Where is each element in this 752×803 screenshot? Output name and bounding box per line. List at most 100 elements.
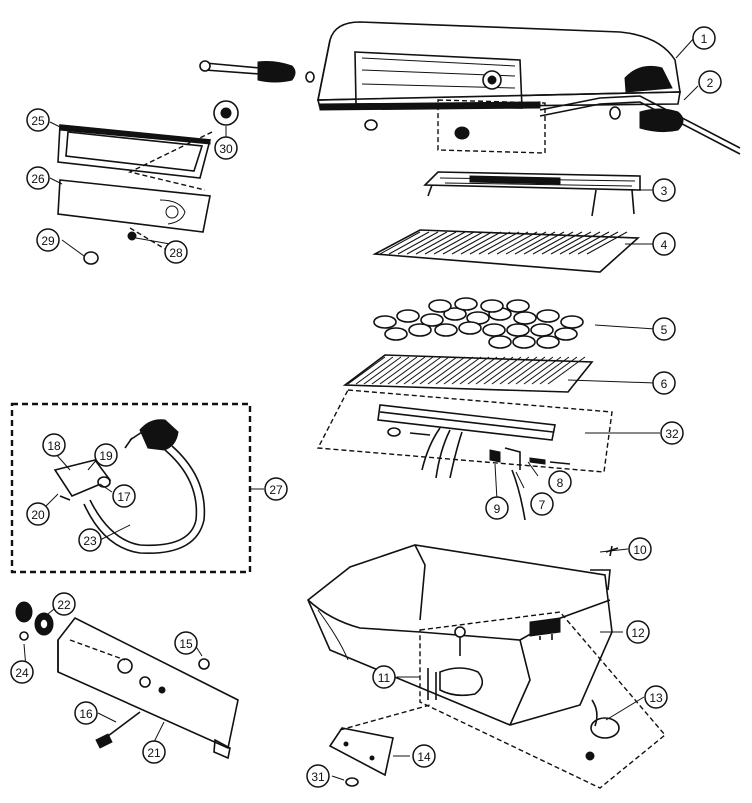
callout-circle <box>142 740 166 764</box>
part-knobs <box>15 601 54 641</box>
callout-circle <box>78 528 102 552</box>
part-warming-rack <box>423 171 641 217</box>
callout-32: 32 <box>660 421 684 445</box>
callout-5: 5 <box>652 317 676 341</box>
callout-number: 27 <box>269 483 283 497</box>
callout-circle <box>10 660 34 684</box>
callout-17: 17 <box>112 484 136 508</box>
callout-circle <box>42 433 66 457</box>
callout-20: 20 <box>26 502 50 526</box>
callout-number: 29 <box>41 234 55 248</box>
part-cooking-grid <box>372 229 641 273</box>
callout-11: 11 <box>372 665 396 689</box>
callout-number: 24 <box>15 666 29 680</box>
callout-number: 28 <box>169 246 183 260</box>
callout-number: 14 <box>417 750 431 764</box>
callout-3: 3 <box>652 178 676 202</box>
callout-7: 7 <box>530 492 554 516</box>
callout-circle <box>174 631 198 655</box>
callout-number: 8 <box>557 476 564 490</box>
callout-circle <box>112 484 136 508</box>
part-window-frame <box>57 124 212 179</box>
callout-19: 19 <box>94 443 118 467</box>
part-lid <box>316 21 681 111</box>
callout-circle <box>164 240 188 264</box>
callout-circle <box>485 496 509 520</box>
callout-circle <box>652 317 676 341</box>
callout-number: 4 <box>661 238 668 252</box>
callout-number: 9 <box>494 502 501 516</box>
callout-number: 10 <box>633 543 647 557</box>
callout-number: 6 <box>661 377 668 391</box>
callout-10: 10 <box>628 537 652 561</box>
callout-circle <box>264 477 288 501</box>
callout-number: 16 <box>79 707 93 721</box>
callout-circle <box>660 421 684 445</box>
part-window-knob <box>213 100 239 126</box>
callout-circle <box>548 470 572 494</box>
callout-16: 16 <box>74 701 98 725</box>
callout-14: 14 <box>412 744 436 768</box>
callout-31: 31 <box>306 764 330 788</box>
callout-circle <box>530 492 554 516</box>
callout-number: 13 <box>649 691 663 705</box>
part-rock-grate <box>342 354 594 393</box>
callout-22: 22 <box>52 592 76 616</box>
callout-number: 5 <box>661 323 668 337</box>
callout-number: 2 <box>707 76 714 90</box>
callout-25: 25 <box>26 108 50 132</box>
part-electrode <box>95 658 210 749</box>
callout-number: 22 <box>57 598 71 612</box>
callout-circle <box>652 178 676 202</box>
callout-number: 23 <box>83 534 97 548</box>
callout-circle <box>626 620 650 644</box>
callout-number: 12 <box>631 626 645 640</box>
callout-2: 2 <box>698 70 722 94</box>
callout-circle <box>306 764 330 788</box>
callout-circle <box>214 136 238 160</box>
callout-12: 12 <box>626 620 650 644</box>
callout-15: 15 <box>174 631 198 655</box>
callout-number: 11 <box>378 671 391 685</box>
part-handle-bolt <box>199 60 315 83</box>
callout-circle <box>698 70 722 94</box>
callout-29: 29 <box>36 228 60 252</box>
callout-number: 7 <box>539 498 546 512</box>
callout-24: 24 <box>10 660 34 684</box>
callout-23: 23 <box>78 528 102 552</box>
callout-9: 9 <box>485 496 509 520</box>
callout-number: 32 <box>665 427 679 441</box>
callout-circle <box>36 228 60 252</box>
part-side-panel <box>57 179 211 233</box>
callout-30: 30 <box>214 136 238 160</box>
callout-number: 20 <box>31 508 45 522</box>
callout-number: 18 <box>47 439 61 453</box>
callout-8: 8 <box>548 470 572 494</box>
callout-number: 17 <box>117 490 131 504</box>
part-burner <box>316 389 613 521</box>
callout-28: 28 <box>164 240 188 264</box>
callout-circle <box>26 108 50 132</box>
callout-labels: 1234567891011121314151617181920212223242… <box>10 26 722 788</box>
callout-circle <box>652 232 676 256</box>
part-hinge-rod <box>539 95 741 155</box>
part-lava-rock <box>373 297 584 349</box>
callout-number: 21 <box>147 746 161 760</box>
callout-27: 27 <box>264 477 288 501</box>
callout-circle <box>628 537 652 561</box>
callout-18: 18 <box>42 433 66 457</box>
callout-circle <box>652 371 676 395</box>
callout-number: 1 <box>701 32 708 46</box>
callout-number: 30 <box>219 142 233 156</box>
callout-circle <box>692 26 716 50</box>
callout-circle <box>74 701 98 725</box>
part-control-panel <box>57 616 239 760</box>
callout-circle <box>26 166 50 190</box>
callout-circle <box>26 502 50 526</box>
callout-4: 4 <box>652 232 676 256</box>
callout-number: 31 <box>311 770 325 784</box>
callout-21: 21 <box>142 740 166 764</box>
callout-number: 25 <box>31 114 45 128</box>
